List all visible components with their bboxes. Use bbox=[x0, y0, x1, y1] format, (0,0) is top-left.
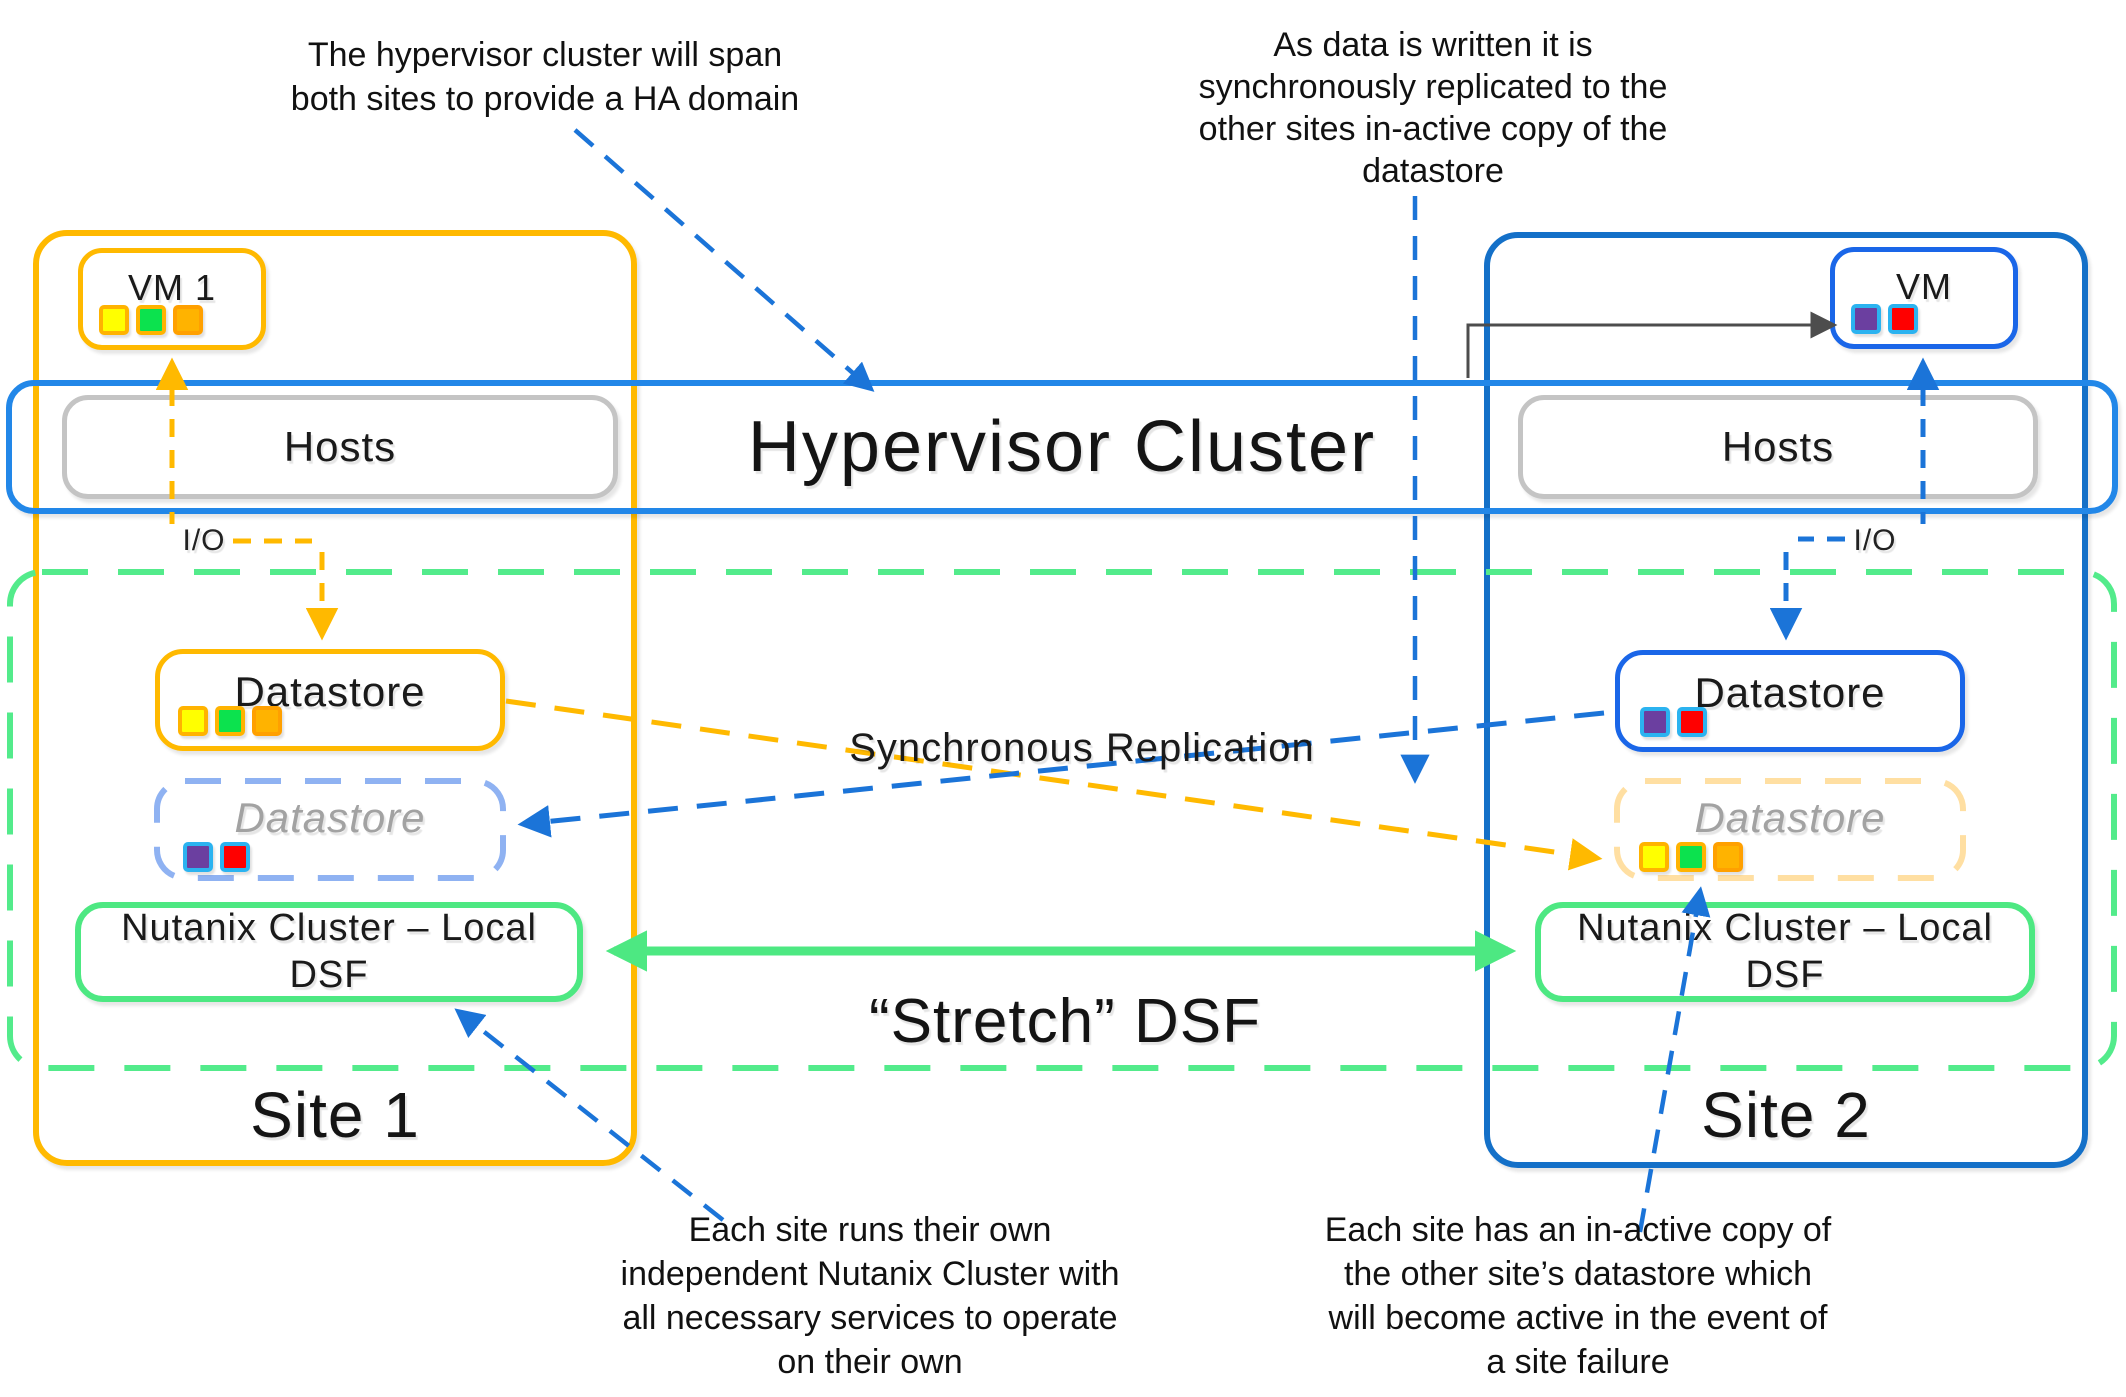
orange-vdisk-icon bbox=[173, 305, 203, 335]
orange-vdisk-icon bbox=[252, 706, 282, 736]
purple-vdisk-icon bbox=[1640, 707, 1670, 737]
site1-hosts-box: Hosts bbox=[62, 395, 618, 499]
site2-vm-label: VM bbox=[1896, 266, 1952, 307]
site2-vm-box: VM bbox=[1830, 247, 2018, 349]
annotation-sync-write: As data is written it is synchronously r… bbox=[1198, 26, 1668, 190]
orange-vdisk-icon bbox=[1713, 842, 1743, 872]
stretch-dsf-label: “Stretch” DSF bbox=[869, 987, 1261, 1056]
red-vdisk-icon bbox=[1677, 707, 1707, 737]
site1-nutanix-cluster-box: Nutanix Cluster – Local DSF bbox=[75, 902, 583, 1002]
annotation-independent-cluster: Each site runs their own independent Nut… bbox=[620, 1211, 1120, 1381]
site1-inactive-datastore-box: Datastore bbox=[155, 780, 505, 880]
site2-hosts-box: Hosts bbox=[1518, 395, 2038, 499]
annotation-inactive-copy: Each site has an in-active copy of the o… bbox=[1324, 1211, 1832, 1381]
site2-active-datastore-vdisks bbox=[1640, 707, 1707, 737]
hypervisor-cluster-band: Hypervisor Cluster bbox=[6, 380, 2118, 514]
site2-inactive-datastore-vdisks bbox=[1639, 842, 1743, 872]
site2-nutanix-cluster-label: Nutanix Cluster – Local DSF bbox=[1577, 907, 1993, 996]
site1-vm-box: VM 1 bbox=[78, 248, 266, 350]
site2-vm-vdisks bbox=[1851, 304, 1918, 334]
site1-nutanix-cluster-label: Nutanix Cluster – Local DSF bbox=[121, 907, 537, 996]
sync-replication-label: Synchronous Replication bbox=[849, 726, 1315, 770]
site2-hosts-label: Hosts bbox=[1721, 423, 1835, 470]
site1-active-datastore-vdisks bbox=[178, 706, 282, 736]
green-vdisk-icon bbox=[215, 706, 245, 736]
site1-hosts-label: Hosts bbox=[283, 423, 397, 470]
purple-vdisk-icon bbox=[1851, 304, 1881, 334]
site1-label: Site 1 bbox=[250, 1079, 420, 1151]
site2-io-label: I/O bbox=[1853, 524, 1897, 557]
site2-nutanix-cluster-box: Nutanix Cluster – Local DSF bbox=[1535, 902, 2035, 1002]
purple-vdisk-icon bbox=[183, 842, 213, 872]
site1-inactive-datastore-label: Datastore bbox=[234, 794, 426, 841]
site1-io-label: I/O bbox=[182, 524, 226, 557]
annotation-hypervisor-span: The hypervisor cluster will span both si… bbox=[290, 36, 800, 118]
site2-label: Site 2 bbox=[1701, 1079, 1871, 1151]
yellow-vdisk-icon bbox=[178, 706, 208, 736]
green-vdisk-icon bbox=[1676, 842, 1706, 872]
site2-active-datastore-box: Datastore bbox=[1615, 650, 1965, 752]
site1-active-datastore-box: Datastore bbox=[155, 649, 505, 751]
sync-replication-site1-to-site2 bbox=[505, 698, 1603, 871]
yellow-vdisk-icon bbox=[99, 305, 129, 335]
site1-inactive-datastore-vdisks bbox=[183, 842, 250, 872]
red-vdisk-icon bbox=[1888, 304, 1918, 334]
yellow-vdisk-icon bbox=[1639, 842, 1669, 872]
site2-active-datastore-label: Datastore bbox=[1694, 669, 1886, 716]
green-vdisk-icon bbox=[136, 305, 166, 335]
hypervisor-cluster-label: Hypervisor Cluster bbox=[747, 407, 1377, 487]
site2-inactive-datastore-box: Datastore bbox=[1615, 780, 1965, 880]
site1-vm-vdisks bbox=[99, 305, 203, 335]
red-vdisk-icon bbox=[220, 842, 250, 872]
site1-vm-label: VM 1 bbox=[127, 267, 217, 308]
site2-inactive-datastore-label: Datastore bbox=[1694, 794, 1886, 841]
